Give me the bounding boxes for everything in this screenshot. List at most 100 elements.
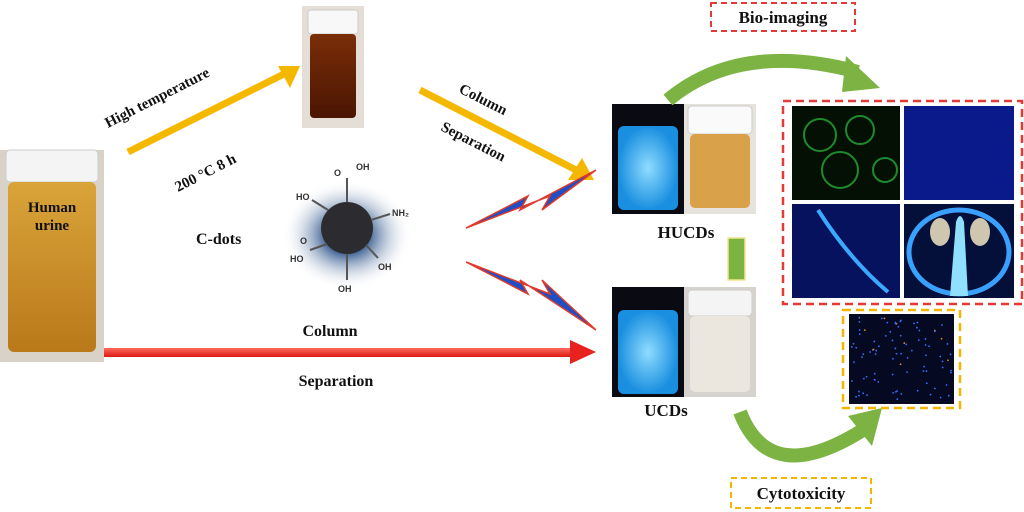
cell-dot [916, 389, 919, 392]
cell-dot [894, 347, 897, 350]
group-o-left: O [300, 236, 307, 246]
column-separation-arrow-bottom [104, 340, 596, 364]
cell-dot [918, 329, 921, 332]
cell-dot [899, 363, 902, 366]
cell-dot [896, 398, 899, 401]
cell-dot [891, 373, 894, 376]
cell-dot [894, 321, 897, 324]
cytotoxicity-image [849, 314, 954, 404]
cell-dot [858, 333, 861, 336]
cell-dot [897, 325, 900, 328]
cell-dot [947, 394, 950, 397]
cell-dot [941, 360, 944, 363]
cell-dot [858, 390, 860, 393]
cell-dot [946, 343, 949, 345]
cell-dot [852, 342, 855, 345]
human-urine-vial: Human urine [0, 149, 104, 362]
cytotoxicity-box [730, 477, 872, 509]
cell-dots [850, 316, 952, 401]
cell-dot [922, 370, 925, 372]
cell-dot [929, 393, 932, 396]
hucds-label: HUCDs [658, 223, 715, 242]
cell-dot [949, 353, 952, 356]
cell-dot [862, 377, 865, 380]
tissue-imaging-panel [904, 106, 1014, 200]
cell-dot [917, 339, 920, 342]
cell-dot [928, 345, 930, 348]
cell-dot [910, 349, 913, 352]
cell-dot [941, 366, 944, 369]
cell-dot [850, 346, 853, 348]
cell-dot [861, 356, 863, 359]
green-arrow-bottom [733, 408, 882, 463]
group-oh-top: OH [356, 162, 370, 172]
cell-dot [866, 394, 868, 397]
bio-imaging-box [710, 2, 856, 32]
group-oh-bottom: OH [338, 284, 352, 294]
cell-dot [862, 392, 865, 395]
cell-dot [886, 321, 889, 324]
cell-dot [862, 353, 865, 356]
ucds-label: UCDs [644, 401, 688, 420]
cell-dot [873, 378, 876, 381]
cell-dot [853, 361, 855, 364]
cell-dot [877, 345, 880, 348]
cell-dot [940, 337, 943, 340]
column-bottom-label: Column [302, 323, 357, 340]
cell-dot [925, 382, 928, 385]
human-urine-label-2: urine [35, 218, 70, 234]
cell-dot [884, 335, 887, 337]
cell-dot [945, 384, 948, 386]
cell-dot [950, 369, 952, 372]
cell-dot [872, 348, 875, 351]
group-nh2: NH₂ [392, 208, 409, 218]
cell-dot [900, 393, 903, 395]
group-ho-bottom-left: HO [290, 254, 304, 264]
cell-dot [855, 395, 857, 398]
cell-dot [877, 381, 880, 383]
cell-dot [950, 371, 952, 374]
cell-dot [947, 359, 949, 362]
cell-dot [873, 372, 876, 375]
cell-dot [889, 330, 892, 333]
cell-dot [869, 351, 872, 353]
cell-dot [924, 338, 927, 340]
cell-dot [903, 342, 906, 344]
cell-dot [883, 317, 886, 320]
cytotoxicity-label: Cytotoxicity [757, 484, 846, 503]
lightning-bolt-top [465, 169, 597, 229]
plant-imaging-panel [904, 204, 1014, 298]
ucds-photo [612, 287, 756, 397]
group-ho-left: HO [296, 192, 310, 202]
cell-dot [850, 380, 853, 382]
cell-dot [906, 371, 908, 373]
bio-imaging-panel-frame [781, 99, 1024, 306]
c-dots-label: C-dots [196, 231, 241, 248]
cell-dot [925, 370, 928, 372]
cell-imaging-panel [792, 106, 900, 200]
cell-dot [895, 352, 898, 355]
cell-dot [916, 326, 918, 329]
cell-dot [863, 329, 866, 332]
separation-bottom-label: Separation [299, 373, 374, 390]
human-urine-label-1: Human [28, 200, 77, 216]
cell-dot [873, 340, 876, 343]
cell-dot [858, 316, 861, 319]
conditions-label: 200 °C 8 h [173, 151, 240, 196]
hucds-photo [612, 104, 756, 214]
cell-dot [865, 375, 868, 378]
cell-dot [939, 396, 942, 399]
worm-imaging-panel [792, 204, 900, 298]
group-oh-right: OH [378, 262, 392, 272]
cell-dot [874, 353, 877, 356]
cell-dot [924, 344, 927, 346]
cytotoxicity-panel-frame [841, 308, 962, 410]
cell-dot [939, 355, 942, 358]
group-o-top: O [334, 168, 341, 178]
cell-dot [894, 390, 897, 393]
cell-dot [858, 394, 860, 397]
green-arrow-top [663, 53, 880, 106]
cell-dot [855, 346, 858, 349]
heating-arrow [126, 66, 300, 156]
